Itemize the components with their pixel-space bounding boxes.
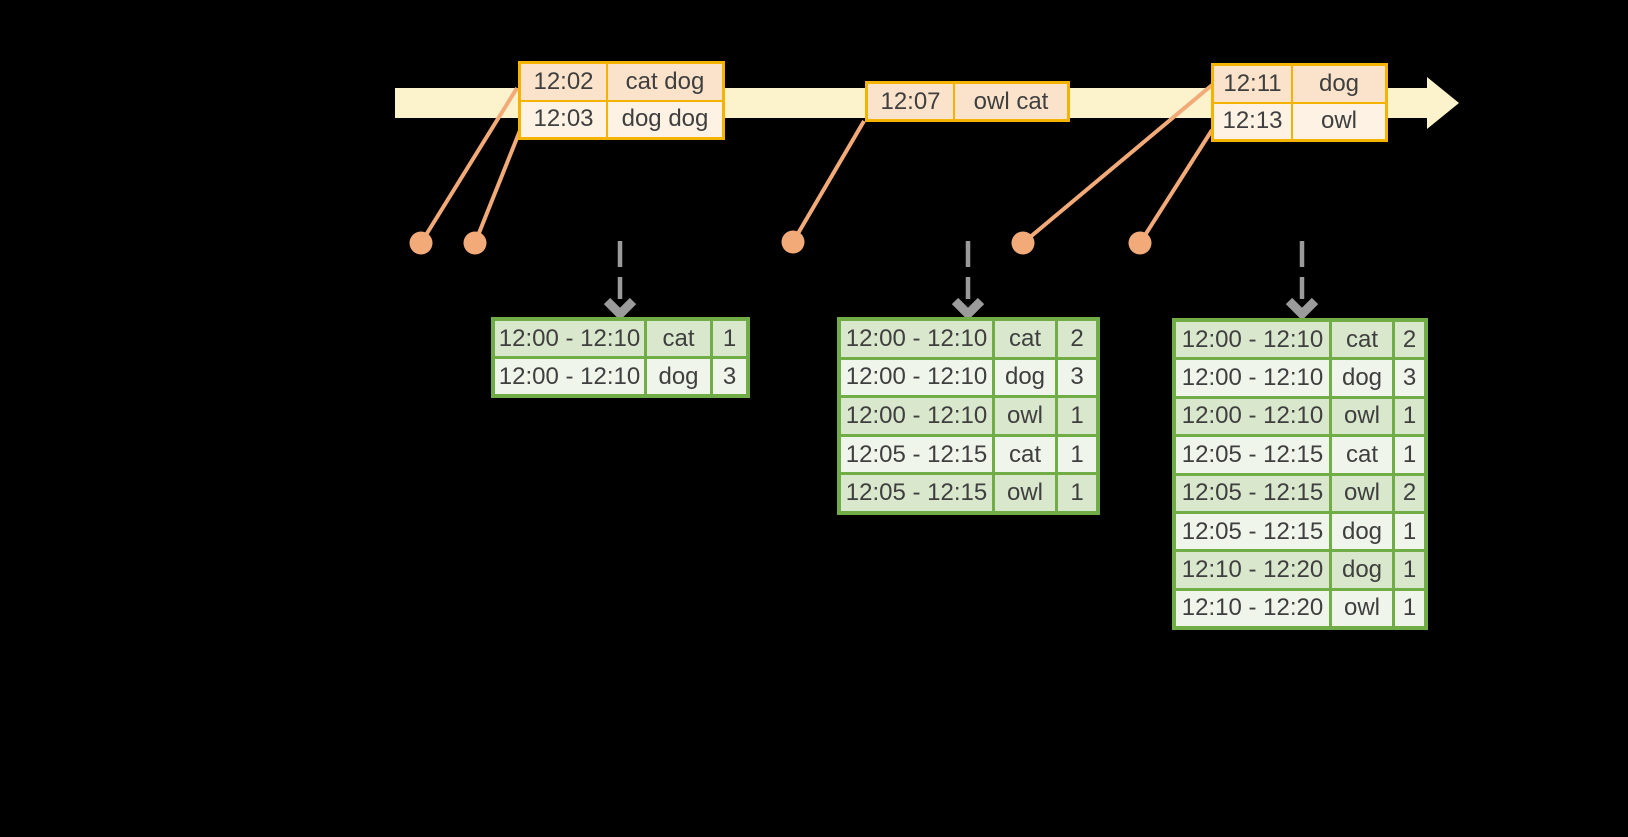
time-cell: 12:11: [1214, 66, 1291, 102]
time-cell: 12:00 - 12:10: [841, 359, 992, 396]
count-cell: 1: [713, 321, 746, 356]
word-cell: dog: [1332, 513, 1392, 550]
time-cell: 12:07: [868, 84, 953, 119]
word-cell: cat: [995, 321, 1055, 357]
word-cell: dog: [1332, 360, 1392, 396]
count-cell: 1: [1395, 590, 1424, 626]
word-cell: dog dog: [608, 101, 722, 137]
count-cell: 2: [1395, 322, 1424, 358]
connector-line: [1138, 128, 1214, 245]
event-dots: [409, 230, 1152, 255]
count-cell: 3: [1058, 359, 1096, 396]
count-cell: 1: [1058, 475, 1096, 511]
count-cell: 1: [1395, 398, 1424, 435]
time-cell: 12:00 - 12:10: [1176, 360, 1329, 396]
trigger-arrowhead-icon: [603, 297, 637, 321]
count-cell: 1: [1395, 437, 1424, 473]
connector-line: [473, 127, 523, 244]
word-cell: cat dog: [608, 64, 722, 100]
count-cell: 3: [1395, 360, 1424, 396]
time-cell: 12:00 - 12:10: [1176, 322, 1329, 358]
word-cell: dog: [647, 359, 710, 394]
time-cell: 12:05 - 12:15: [841, 436, 992, 473]
time-cell: 12:10 - 12:20: [1176, 590, 1329, 626]
trigger-arrows: [603, 241, 1319, 321]
event-dot-icon: [781, 230, 805, 254]
word-cell: cat: [1332, 322, 1392, 358]
time-cell: 12:00 - 12:10: [841, 398, 992, 434]
time-cell: 12:03: [521, 101, 606, 137]
trigger-arrowhead-icon: [1285, 297, 1319, 321]
time-cell: 12:00 - 12:10: [495, 359, 644, 394]
timeline-arrowhead-icon: [1427, 77, 1459, 129]
connector-line: [791, 119, 866, 244]
time-cell: 12:13: [1214, 103, 1291, 139]
event-dot-icon: [409, 231, 433, 255]
time-cell: 12:00 - 12:10: [841, 321, 992, 357]
word-cell: owl: [995, 475, 1055, 511]
count-cell: 2: [1395, 475, 1424, 511]
word-cell: owl: [1332, 475, 1392, 511]
word-cell: owl: [1332, 590, 1392, 626]
word-cell: dog: [1332, 552, 1392, 588]
time-cell: 12:05 - 12:15: [1176, 513, 1329, 550]
time-cell: 12:00 - 12:10: [1176, 398, 1329, 435]
time-cell: 12:05 - 12:15: [841, 475, 992, 511]
word-cell: cat: [647, 321, 710, 356]
word-cell: owl: [1293, 103, 1385, 139]
count-cell: 2: [1058, 321, 1096, 357]
event-dot-icon: [1011, 231, 1035, 255]
count-cell: 1: [1395, 513, 1424, 550]
word-cell: dog: [1293, 66, 1385, 102]
word-cell: dog: [995, 359, 1055, 396]
word-cell: cat: [1332, 437, 1392, 473]
word-cell: cat: [995, 436, 1055, 473]
count-cell: 1: [1395, 552, 1424, 588]
word-cell: owl: [1332, 398, 1392, 435]
time-cell: 12:00 - 12:10: [495, 321, 644, 356]
time-cell: 12:02: [521, 64, 606, 100]
event-dot-icon: [1128, 231, 1152, 255]
time-cell: 12:10 - 12:20: [1176, 552, 1329, 588]
trigger-arrowhead-icon: [951, 297, 985, 321]
word-cell: owl: [995, 398, 1055, 434]
event-dot-icon: [463, 231, 487, 255]
time-cell: 12:05 - 12:15: [1176, 437, 1329, 473]
count-cell: 1: [1058, 436, 1096, 473]
count-cell: 3: [713, 359, 746, 394]
time-cell: 12:05 - 12:15: [1176, 475, 1329, 511]
word-cell: owl cat: [955, 84, 1067, 119]
count-cell: 1: [1058, 398, 1096, 434]
